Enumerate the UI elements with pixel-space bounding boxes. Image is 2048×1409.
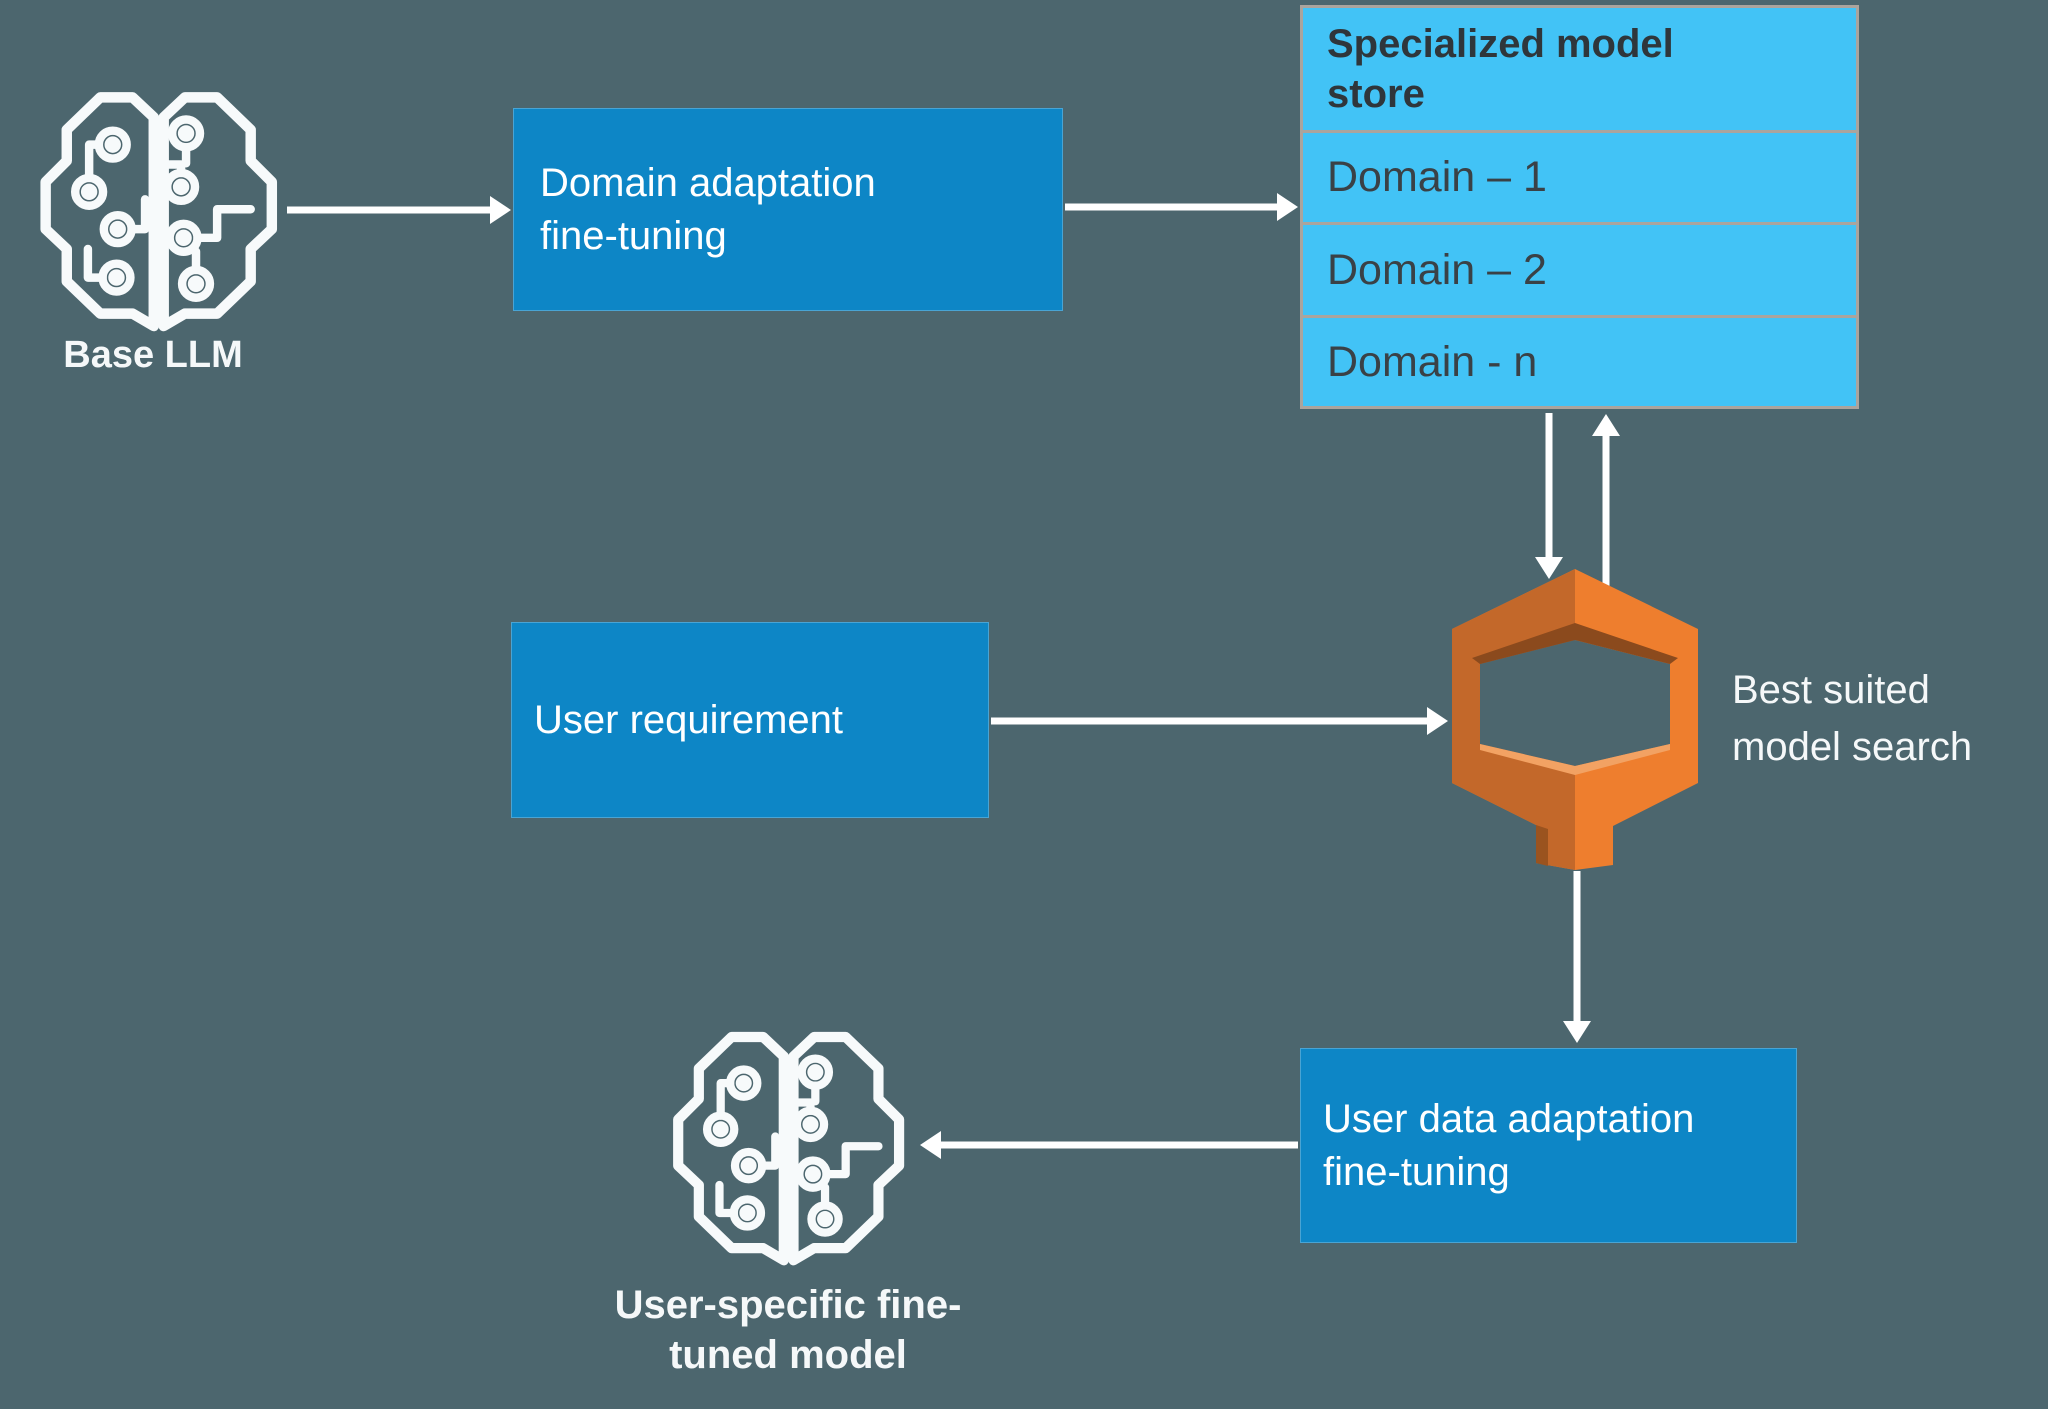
user-data-adaptation-line1: User data adaptation [1323,1096,1695,1141]
user-requirement-label: User requirement [534,697,844,742]
arrow-user-requirement-to-model-search [991,707,1448,735]
arrow-domain-adaptation-to-store [1065,193,1298,221]
model-store-header: Specialized model store [1303,8,1856,130]
domain-adaptation-line1: Domain adaptation [540,160,876,205]
user-specific-model-line1: User-specific fine- [614,1283,962,1327]
domain-adaptation-box: Domain adaptation fine-tuning [513,108,1063,311]
user-specific-model-brain-icon [660,1020,910,1270]
base-llm-brain-icon [26,80,284,336]
model-store-row-domain-n: Domain - n [1303,318,1856,406]
base-llm-label: Base LLM [63,334,243,376]
arrow-model-search-to-store [1592,414,1620,588]
arrow-user-data-to-user-model [920,1131,1298,1159]
domain-adaptation-line2: fine-tuning [540,213,727,258]
arrow-model-search-to-user-data [1563,871,1591,1043]
best-model-search-line2: model search [1732,725,1973,769]
model-store-title-line1: Specialized model [1327,22,1674,66]
model-store-row-domain-2: Domain – 2 [1303,225,1856,315]
user-specific-model-line2: tuned model [669,1333,907,1377]
user-data-adaptation-box: User data adaptation fine-tuning [1300,1048,1797,1243]
best-model-search-label: Best suited model search [1732,662,2048,776]
user-specific-model-label: User-specific fine- tuned model [568,1280,1008,1380]
model-store-title-line2: store [1327,72,1425,116]
user-requirement-box: User requirement [511,622,989,818]
model-store-row-domain-1: Domain – 1 [1303,133,1856,222]
model-store-table: Specialized model store Domain – 1 Domai… [1300,5,1859,409]
aws-hexagon-model-search-icon [1452,569,1698,870]
best-model-search-line1: Best suited [1732,668,1930,712]
arrow-store-to-model-search [1535,413,1563,579]
user-data-adaptation-line2: fine-tuning [1323,1149,1510,1194]
arrow-base-llm-to-domain-adaptation [287,196,511,224]
